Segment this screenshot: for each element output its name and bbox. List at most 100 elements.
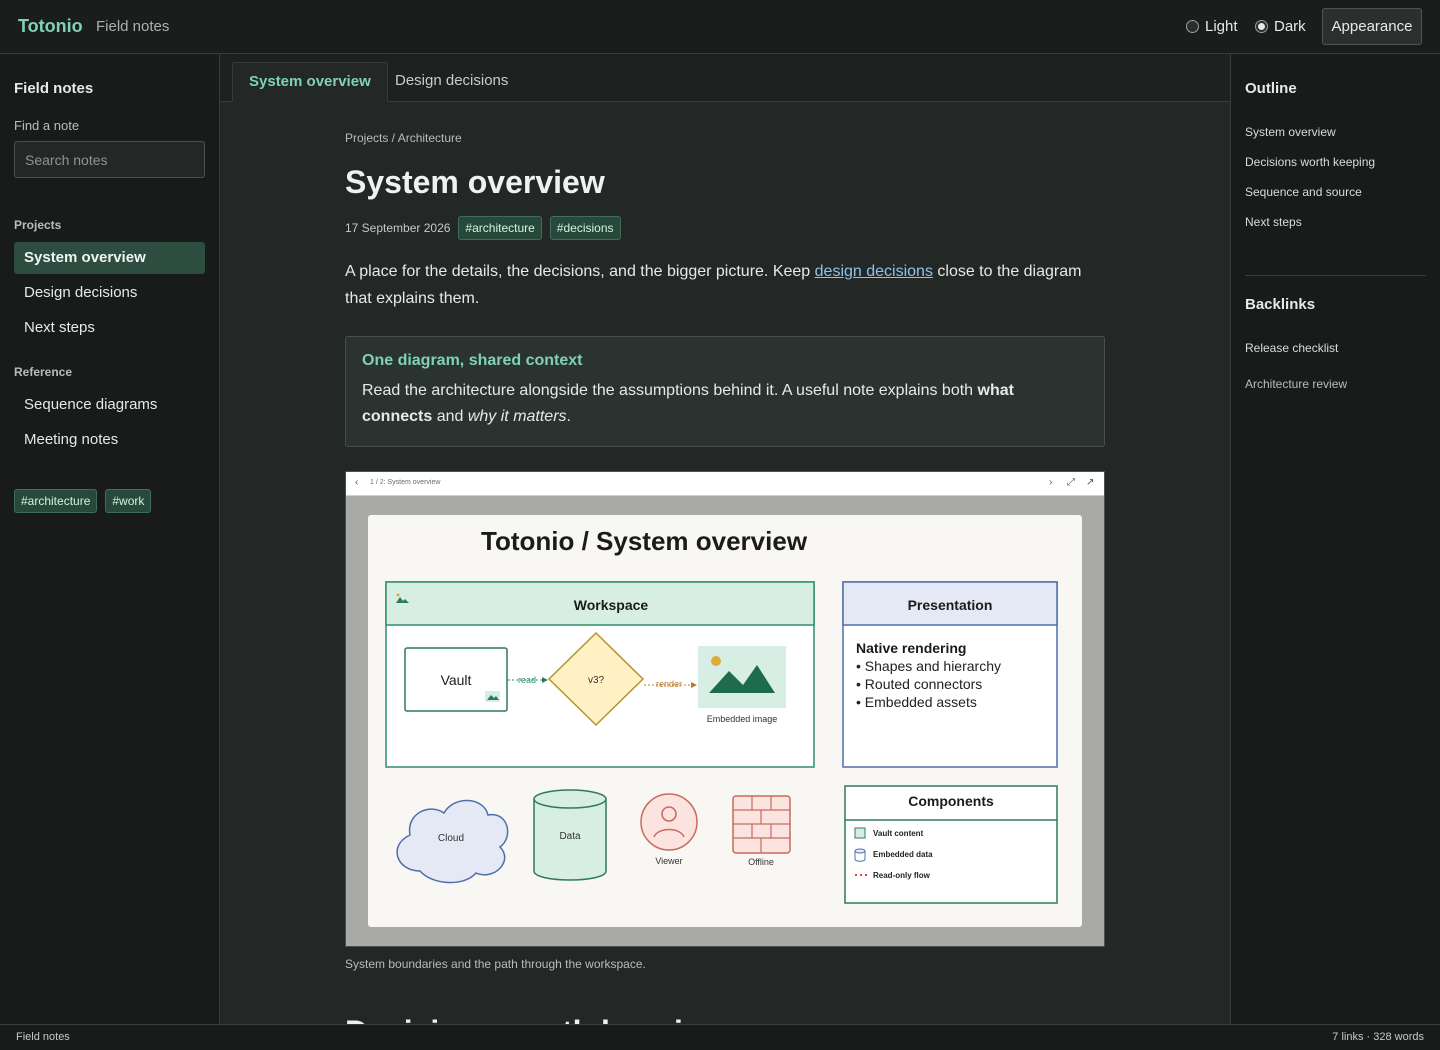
theme-light-label: Light xyxy=(1205,18,1238,35)
read-arrowhead xyxy=(542,677,548,683)
backlinks-title: Backlinks xyxy=(1245,296,1316,313)
theme-light-option[interactable]: Light xyxy=(1186,18,1238,35)
section-reference: Reference xyxy=(14,365,73,379)
tab-design-decisions[interactable]: Design decisions xyxy=(395,72,509,89)
theme-dark-label: Dark xyxy=(1274,18,1306,35)
render-label: render xyxy=(656,679,682,689)
status-counts: 7 links · 328 words xyxy=(1332,1031,1424,1043)
offline-label: Offline xyxy=(748,857,774,867)
open-external-icon[interactable]: ↗ xyxy=(1086,477,1095,488)
data-label: Data xyxy=(559,831,581,842)
dark-radio[interactable] xyxy=(1255,20,1268,33)
left-sidebar: Field notes Find a note Projects System … xyxy=(0,54,220,1024)
cloud-shape xyxy=(396,799,509,884)
search-input[interactable] xyxy=(14,141,205,178)
presentation-header xyxy=(842,581,1058,626)
render-arrowhead xyxy=(691,682,697,688)
tab-system-overview[interactable]: System overview xyxy=(232,62,388,102)
backlink-architecture-review[interactable]: Architecture review xyxy=(1245,377,1348,391)
theme-dark-option[interactable]: Dark xyxy=(1255,18,1306,35)
embedded-image-label: Embedded image xyxy=(707,714,778,724)
embedded-image-icon xyxy=(698,646,786,708)
outline-title: Outline xyxy=(1245,80,1297,97)
section-projects: Projects xyxy=(14,218,62,232)
sidebar-tags: #architecture #work xyxy=(14,489,152,513)
embed-page-label: 1 / 2: System overview xyxy=(370,479,441,486)
legend-item: Vault content xyxy=(873,829,924,838)
callout-text-mid: and xyxy=(432,408,468,425)
components-title: Components xyxy=(908,793,994,809)
outline-item-next-steps[interactable]: Next steps xyxy=(1245,215,1302,229)
tag-architecture[interactable]: #architecture xyxy=(458,216,542,240)
backlink-release-checklist[interactable]: Release checklist xyxy=(1245,341,1339,355)
embedded-data-legend-icon xyxy=(854,848,866,862)
status-vault-name: Field notes xyxy=(16,1031,70,1043)
note-content: Projects / Architecture System overview … xyxy=(220,102,1230,1024)
search-label: Find a note xyxy=(14,118,80,133)
workspace-title: Workspace xyxy=(574,597,649,613)
breadcrumb[interactable]: Projects / Architecture xyxy=(345,131,462,145)
cloud-label: Cloud xyxy=(438,833,464,844)
decision-label: v3? xyxy=(588,675,605,686)
lead-text: A place for the details, the decisions, … xyxy=(345,263,815,280)
diagram-canvas: Totonio / System overview Workspace Vaul… xyxy=(385,526,1058,904)
callout-italic: why it matters xyxy=(467,408,567,425)
tab-bar: System overview Design decisions xyxy=(220,54,1230,102)
note-meta: 17 September 2026 #architecture #decisio… xyxy=(345,216,621,240)
page-title: System overview xyxy=(345,164,605,200)
tag-work[interactable]: #work xyxy=(105,489,152,513)
callout: One diagram, shared context Read the arc… xyxy=(345,336,1105,447)
offline-firewall-icon xyxy=(732,795,791,854)
components-box xyxy=(844,785,1058,904)
outline-item-sequence-and-source[interactable]: Sequence and source xyxy=(1245,185,1362,199)
callout-text-end: . xyxy=(566,408,571,425)
sidebar-item-design-decisions[interactable]: Design decisions xyxy=(24,284,138,301)
presentation-heading: Native rendering xyxy=(856,640,966,656)
callout-title: One diagram, shared context xyxy=(362,352,583,369)
brand-logo[interactable]: Totonio xyxy=(18,16,83,36)
viewer-label: Viewer xyxy=(655,856,682,866)
top-nav-field-notes[interactable]: Field notes xyxy=(96,18,170,35)
chevron-left-icon[interactable]: ‹ xyxy=(355,477,359,488)
slide-title: Totonio / System overview xyxy=(481,526,808,556)
lead-paragraph: A place for the details, the decisions, … xyxy=(345,258,1085,312)
embedded-diagram[interactable]: ‹ 1 / 2: System overview › ⤢ ↗ Totonio /… xyxy=(345,471,1105,947)
workspace-header xyxy=(385,581,815,626)
status-bar: Field notes 7 links · 328 words xyxy=(0,1024,1440,1050)
read-label: read xyxy=(518,675,536,685)
legend-item: Read-only flow xyxy=(873,871,931,880)
sidebar-item-next-steps[interactable]: Next steps xyxy=(24,319,95,336)
note-date: 17 September 2026 xyxy=(345,221,451,235)
figure-caption: System boundaries and the path through t… xyxy=(345,957,646,971)
section-heading-decisions: Decisions worth keeping xyxy=(345,1014,722,1024)
decision-diamond xyxy=(547,631,645,727)
outline-item-system-overview[interactable]: System overview xyxy=(1245,125,1336,139)
tag-architecture[interactable]: #architecture xyxy=(14,489,98,513)
divider xyxy=(1245,275,1426,276)
top-bar: Totonio Field notes Light Dark Appearanc… xyxy=(0,0,1440,54)
vault-label: Vault xyxy=(441,672,472,688)
diagram-slide: Totonio / System overview Workspace Vaul… xyxy=(368,515,1082,927)
sidebar-item-meeting-notes[interactable]: Meeting notes xyxy=(24,431,119,448)
outline-item-decisions-worth-keeping[interactable]: Decisions worth keeping xyxy=(1245,155,1376,169)
vault-box xyxy=(404,647,508,712)
lead-text-end: close to the diagram that explains them. xyxy=(345,263,1082,307)
callout-body: Read the architecture alongside the assu… xyxy=(362,378,1088,430)
sidebar-item-system-overview[interactable]: System overview xyxy=(14,242,205,274)
vault-image-icon xyxy=(485,691,500,702)
data-cylinder xyxy=(533,789,607,881)
right-sidebar: Outline System overview Decisions worth … xyxy=(1230,54,1440,1024)
vault-content-legend-icon xyxy=(854,827,866,839)
sidebar-title: Field notes xyxy=(14,80,94,97)
appearance-button[interactable]: Appearance xyxy=(1322,8,1422,45)
chevron-right-icon[interactable]: › xyxy=(1049,477,1053,488)
viewer-icon xyxy=(640,793,698,851)
light-radio[interactable] xyxy=(1186,20,1199,33)
image-icon xyxy=(396,593,409,603)
fullscreen-icon[interactable]: ⤢ xyxy=(1067,477,1075,488)
callout-text: Read the architecture alongside the assu… xyxy=(362,382,978,399)
sidebar-item-sequence-diagrams[interactable]: Sequence diagrams xyxy=(24,396,158,413)
design-decisions-link[interactable]: design decisions xyxy=(814,263,933,280)
embed-toolbar: ‹ 1 / 2: System overview › ⤢ ↗ xyxy=(346,472,1104,496)
tag-decisions[interactable]: #decisions xyxy=(549,216,621,240)
